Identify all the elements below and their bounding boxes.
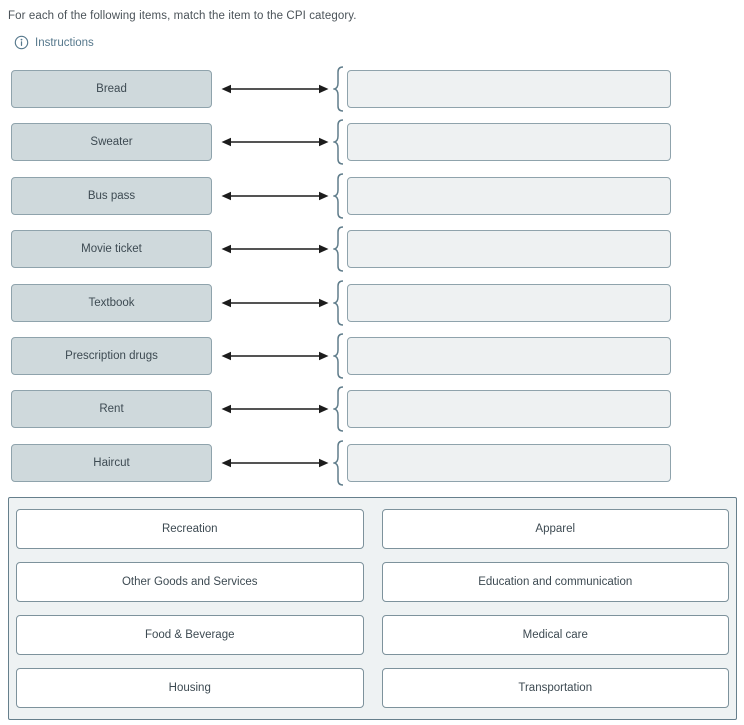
double-arrow-icon — [221, 350, 329, 362]
word-bank-option-recreation[interactable]: Recreation — [16, 509, 364, 550]
match-row: Prescription drugs — [11, 333, 736, 379]
drop-target-textbook[interactable] — [347, 283, 671, 322]
match-item-haircut: Haircut — [11, 443, 212, 482]
word-bank-option-transportation[interactable]: Transportation — [381, 668, 729, 709]
double-arrow-icon — [221, 297, 329, 309]
word-bank-option-education-and-communication[interactable]: Education and communication — [381, 562, 729, 603]
drop-target-sweater[interactable] — [347, 123, 671, 162]
instructions-link[interactable]: Instructions — [14, 35, 94, 50]
match-item-sweater: Sweater — [11, 123, 212, 162]
brace-icon — [333, 119, 345, 166]
word-bank: Recreation Apparel Other Goods and Servi… — [8, 497, 737, 721]
brace-icon — [333, 386, 345, 433]
drop-target-movie-ticket[interactable] — [347, 230, 671, 269]
instructions-label: Instructions — [35, 36, 94, 49]
brace-icon — [333, 333, 345, 379]
match-item-movie-ticket: Movie ticket — [11, 230, 212, 269]
match-item-bus-pass: Bus pass — [11, 176, 212, 215]
brace-icon — [333, 439, 345, 486]
word-bank-option-other-goods-and-services[interactable]: Other Goods and Services — [16, 562, 364, 603]
match-row: Textbook — [11, 279, 736, 326]
match-item-prescription-drugs: Prescription drugs — [11, 336, 212, 375]
match-item-textbook: Textbook — [11, 283, 212, 322]
drop-target-prescription-drugs[interactable] — [347, 336, 671, 375]
brace-icon — [333, 226, 345, 272]
drop-target-haircut[interactable] — [347, 443, 671, 482]
brace-icon — [333, 66, 345, 112]
match-row: Rent — [11, 386, 736, 433]
match-area: Bread Sweater Bus pass Movie ticket Text… — [11, 66, 736, 486]
double-arrow-icon — [221, 190, 329, 202]
info-icon — [14, 35, 29, 50]
drop-target-bus-pass[interactable] — [347, 176, 671, 215]
match-row: Sweater — [11, 119, 736, 166]
double-arrow-icon — [221, 403, 329, 415]
word-bank-option-food-beverage[interactable]: Food & Beverage — [16, 615, 364, 656]
word-bank-option-housing[interactable]: Housing — [16, 668, 364, 709]
word-bank-option-medical-care[interactable]: Medical care — [381, 615, 729, 656]
match-row: Movie ticket — [11, 226, 736, 272]
match-row: Haircut — [11, 439, 736, 486]
double-arrow-icon — [221, 136, 329, 148]
double-arrow-icon — [221, 457, 329, 469]
match-item-rent: Rent — [11, 390, 212, 429]
match-row: Bus pass — [11, 173, 736, 219]
brace-icon — [333, 279, 345, 326]
match-row: Bread — [11, 66, 736, 112]
drop-target-bread[interactable] — [347, 70, 671, 108]
double-arrow-icon — [221, 243, 329, 255]
drop-target-rent[interactable] — [347, 390, 671, 429]
question-prompt: For each of the following items, match t… — [8, 10, 357, 22]
word-bank-option-apparel[interactable]: Apparel — [381, 509, 729, 550]
brace-icon — [333, 173, 345, 219]
match-item-bread: Bread — [11, 70, 212, 108]
double-arrow-icon — [221, 83, 329, 95]
